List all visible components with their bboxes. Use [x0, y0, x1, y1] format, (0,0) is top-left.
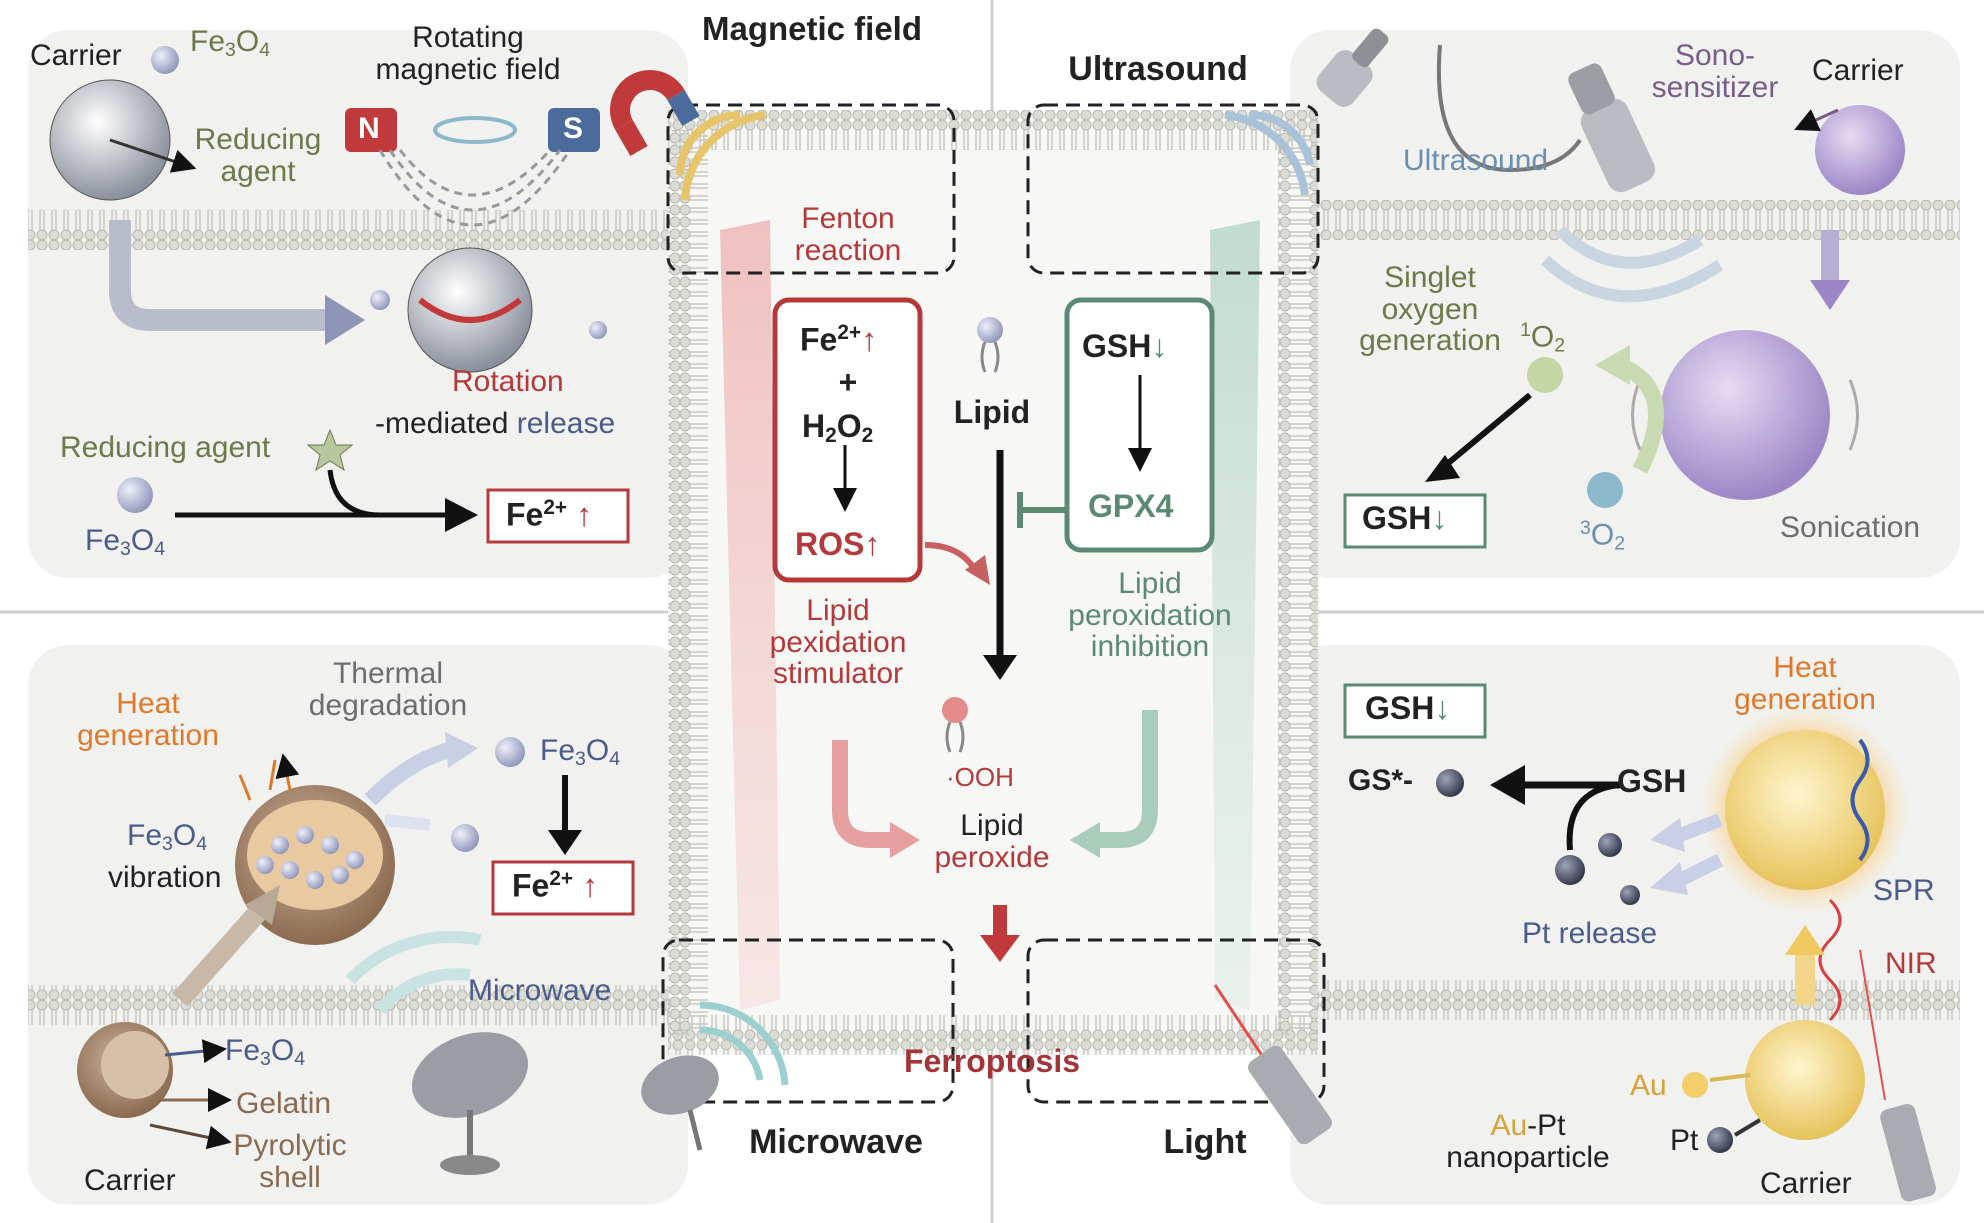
ferroptosis-label: Ferroptosis	[903, 1043, 1081, 1079]
ros-label: ROS↑	[795, 526, 881, 562]
spr-label: SPR	[1873, 874, 1935, 907]
carrier-label: Carrier	[30, 39, 122, 72]
carrier-label-tr: Carrier	[1812, 54, 1904, 87]
gpx4-label: GPX4	[1088, 488, 1174, 524]
fe3o4-label-carrier: Fe3O4	[225, 1034, 306, 1070]
pt-release-label: Pt release	[1522, 917, 1658, 950]
lipid-label: Lipid	[953, 394, 1031, 430]
microwave-title: Microwave	[749, 1123, 923, 1161]
gs-star-label: GS*-	[1348, 764, 1414, 797]
pt-label: Pt	[1670, 1124, 1699, 1157]
sonication-label: Sonication	[1780, 511, 1921, 544]
ooh-label: ·OOH	[946, 762, 1014, 792]
vibration-label: vibration	[108, 861, 222, 894]
magnetic-field-title: Magnetic field	[701, 10, 923, 47]
fe2-box-bottom-left: Fe2+ ↑	[512, 867, 598, 904]
gsh-box-top-right: GSH↓	[1362, 500, 1448, 536]
fe3o4-label-bl: Fe3O4	[540, 734, 621, 770]
fe2-center: Fe2+↑	[800, 321, 878, 358]
carrier-label-br: Carrier	[1760, 1167, 1852, 1200]
h2o2-label: H2O2	[802, 408, 874, 448]
au-label: Au	[1630, 1069, 1667, 1102]
mediated-release-label: -mediated release	[375, 407, 616, 440]
fe3o4-vibration-fe3o4: Fe3O4	[127, 819, 208, 855]
rotation-label: Rotation	[452, 365, 564, 398]
pole-s: S	[563, 112, 584, 145]
carrier-label-bl: Carrier	[84, 1164, 176, 1197]
gsh-center: GSH↓	[1082, 328, 1168, 364]
plus-sign: +	[838, 364, 858, 400]
fe3o4-label-2: Fe3O4	[85, 524, 166, 560]
ultrasound-label-tr: Ultrasound	[1403, 144, 1549, 177]
reducing-agent-label-2: Reducing agent	[60, 431, 271, 464]
triplet-oxygen-symbol: 3O2	[1580, 517, 1626, 555]
gsh-box-bottom-right: GSH↓	[1365, 690, 1451, 726]
fe3o4-label: Fe3O4	[190, 25, 271, 61]
fe2-box-top-left: Fe2+ ↑	[506, 496, 592, 533]
ultrasound-title: Ultrasound	[1068, 50, 1248, 88]
nir-label: NIR	[1885, 947, 1937, 980]
singlet-oxygen-symbol: 1O2	[1520, 319, 1566, 357]
gsh-bottom-right: GSH	[1617, 763, 1687, 799]
gelatin-label: Gelatin	[236, 1087, 332, 1120]
pole-n: N	[358, 112, 380, 145]
light-title: Light	[1163, 1123, 1247, 1161]
sonosensitizer-label: Sono-sensitizer	[1651, 39, 1779, 104]
microwave-label-bl: Microwave	[468, 974, 612, 1007]
